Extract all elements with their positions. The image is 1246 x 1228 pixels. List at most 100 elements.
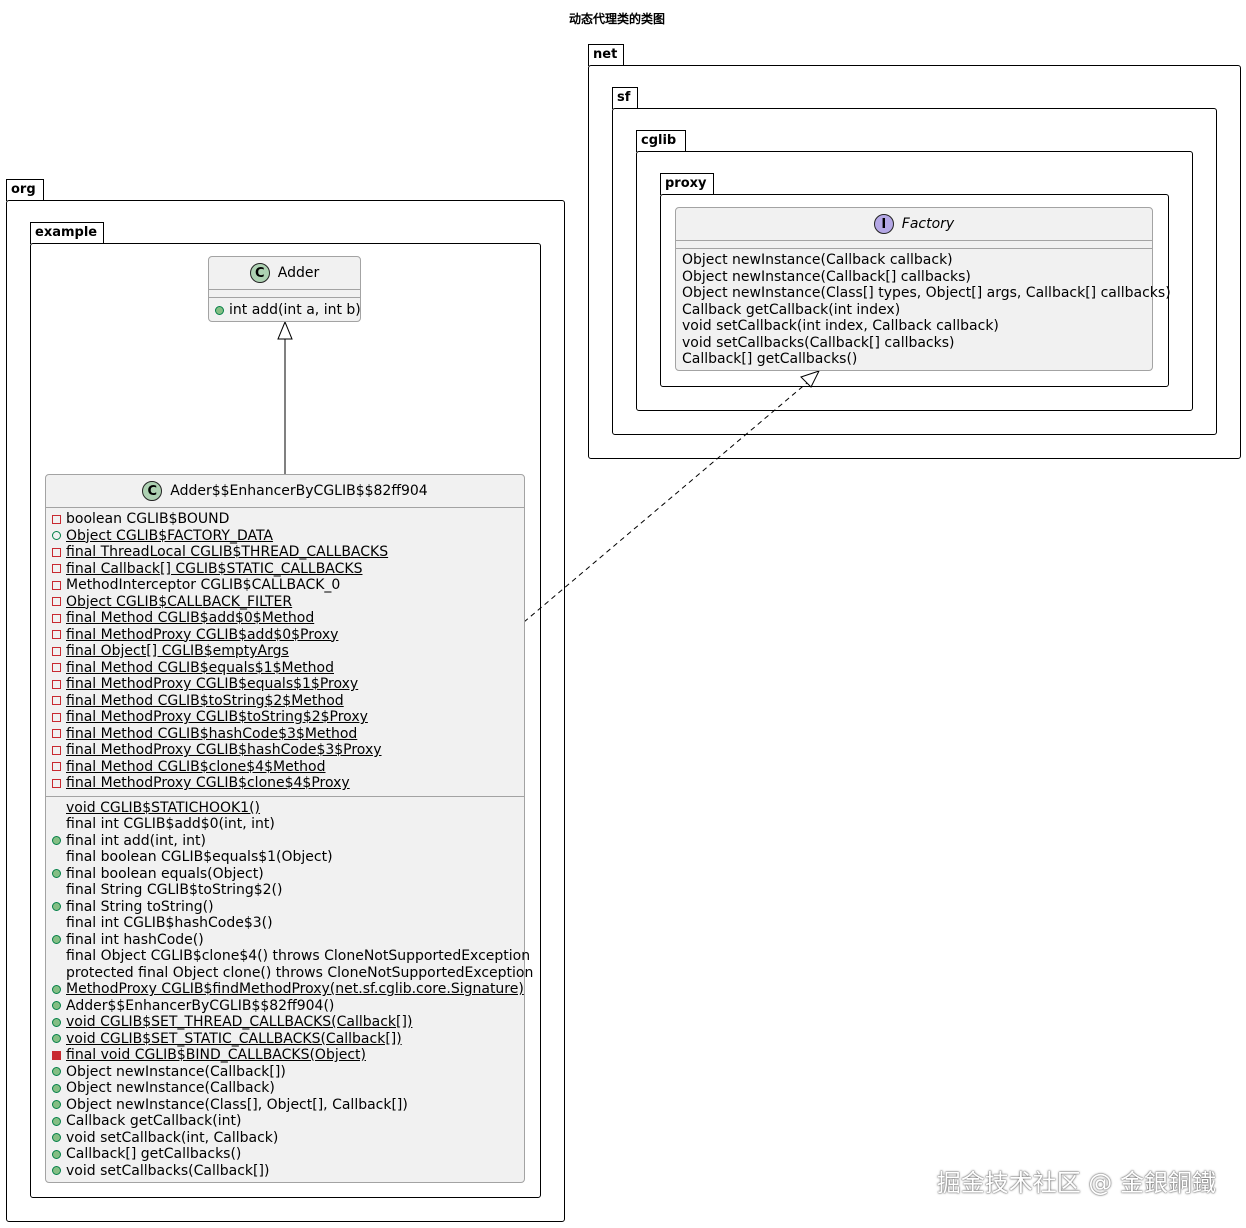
field-text: Object CGLIB$FACTORY_DATA (66, 527, 274, 544)
package-net-tab: net (588, 44, 624, 66)
field-row: MethodInterceptor CGLIB$CALLBACK_0 (46, 577, 524, 594)
method-row: void setCallbacks(Callback[]) (46, 1163, 524, 1180)
field-row: final MethodProxy CGLIB$clone$4$Proxy (46, 775, 524, 792)
method-text: Callback[] getCallbacks() (682, 351, 858, 367)
package-cglib-tab: cglib (636, 130, 686, 152)
method-text: final int add(int, int) (66, 832, 206, 849)
private-icon (52, 729, 61, 739)
public-icon (52, 869, 61, 879)
fields-compartment (676, 241, 1152, 249)
method-text: final String CGLIB$toString$2() (66, 882, 283, 898)
field-row: final MethodProxy CGLIB$toString$2$Proxy (46, 709, 524, 726)
method-text: final int hashCode() (66, 931, 204, 948)
package-org-tab: org (6, 179, 44, 201)
field-text: final MethodProxy CGLIB$clone$4$Proxy (66, 775, 350, 791)
method-text: Object newInstance(Callback[] callbacks) (682, 268, 971, 285)
method-row: final int CGLIB$add$0(int, int) (46, 816, 524, 833)
methods-compartment: void CGLIB$STATICHOOK1()final int CGLIB$… (46, 797, 533, 1180)
public-icon (52, 935, 61, 945)
interface-factory[interactable]: I Factory Object newInstance(Callback ca… (675, 207, 1171, 371)
method-row: final int add(int, int) (46, 833, 524, 850)
method-text: final Object CGLIB$clone$4() throws Clon… (66, 948, 531, 964)
class-adder-header: C Adder (209, 257, 360, 290)
method-text: final boolean equals(Object) (66, 865, 264, 882)
private-icon (52, 762, 61, 772)
method-text: Object newInstance(Callback) (66, 1080, 275, 1096)
method-row: final Object CGLIB$clone$4() throws Clon… (46, 948, 530, 965)
interface-name: Factory (901, 216, 955, 232)
method-text: void setCallback(int index, Callback cal… (682, 318, 999, 334)
method-text: void setCallbacks(Callback[]) (66, 1162, 270, 1179)
public-icon (52, 836, 61, 846)
method-row: Callback getCallback(int) (46, 1113, 524, 1130)
field-text: final Callback[] CGLIB$STATIC_CALLBACKS (66, 560, 363, 577)
class-stereotype-icon: C (249, 263, 270, 283)
private-icon (52, 547, 61, 557)
method-row: Callback getCallback(int index) (676, 302, 1152, 319)
private-icon (52, 679, 61, 689)
method-row: final int hashCode() (46, 932, 524, 949)
method-row: final boolean equals(Object) (46, 866, 524, 883)
package-example (30, 243, 541, 1198)
methods-compartment: int add(int a, int b) (209, 298, 361, 319)
private-icon (52, 745, 61, 755)
private-icon (52, 646, 61, 656)
private-icon (52, 663, 61, 673)
package-proxy (660, 194, 1169, 387)
package-example-tab: example (30, 222, 104, 244)
method-text: Callback getCallback(int) (66, 1113, 242, 1129)
method-row: void CGLIB$STATICHOOK1() (46, 800, 524, 817)
field-row: Object CGLIB$FACTORY_DATA (46, 528, 524, 545)
method-row: Object newInstance(Callback) (46, 1080, 524, 1097)
method-text: Callback getCallback(int index) (682, 301, 901, 318)
field-row: boolean CGLIB$BOUND (46, 511, 524, 528)
method-row: Object newInstance(Callback[]) (46, 1064, 524, 1081)
public-icon (52, 984, 61, 994)
protected-icon (52, 531, 61, 541)
private-icon (52, 613, 61, 623)
method-row: final String CGLIB$toString$2() (46, 882, 524, 899)
class-adder[interactable]: C Adder int add(int a, int b) (208, 256, 361, 322)
private-icon (52, 580, 61, 590)
public-icon (52, 1017, 61, 1027)
method-text: MethodProxy CGLIB$findMethodProxy(net.sf… (66, 981, 524, 997)
method-text: final int CGLIB$add$0(int, int) (66, 816, 275, 832)
field-text: final Method CGLIB$clone$4$Method (66, 758, 326, 775)
method-row: void CGLIB$SET_STATIC_CALLBACKS(Callback… (46, 1031, 524, 1048)
field-row: final ThreadLocal CGLIB$THREAD_CALLBACKS (46, 544, 524, 561)
method-row: void setCallback(int, Callback) (46, 1130, 524, 1147)
class-enhancer[interactable]: C Adder$$EnhancerByCGLIB$$82ff904 boolea… (45, 474, 533, 1183)
method-row: void setCallback(int index, Callback cal… (676, 318, 1152, 335)
field-row: final MethodProxy CGLIB$equals$1$Proxy (46, 676, 524, 693)
field-text: final MethodProxy CGLIB$add$0$Proxy (66, 626, 339, 643)
class-enhancer-header: C Adder$$EnhancerByCGLIB$$82ff904 (46, 475, 524, 508)
public-icon (52, 1083, 61, 1093)
method-text: void CGLIB$STATICHOOK1() (66, 799, 261, 816)
method-row: Adder$$EnhancerByCGLIB$$82ff904() (46, 998, 524, 1015)
methods-compartment: Object newInstance(Callback callback)Obj… (676, 249, 1171, 368)
field-text: final MethodProxy CGLIB$hashCode$3$Proxy (66, 742, 382, 758)
field-text: boolean CGLIB$BOUND (66, 511, 230, 527)
private-icon (52, 778, 61, 788)
method-row: Object newInstance(Class[] types, Object… (676, 285, 1171, 302)
field-row: final Callback[] CGLIB$STATIC_CALLBACKS (46, 561, 524, 578)
method-text: final String toString() (66, 898, 214, 915)
method-text: Callback[] getCallbacks() (66, 1146, 242, 1162)
realization-arrow (523, 370, 820, 623)
field-row: final Method CGLIB$hashCode$3$Method (46, 726, 524, 743)
method-row: final boolean CGLIB$equals$1(Object) (46, 849, 524, 866)
private-method-icon (52, 1050, 61, 1060)
private-icon (52, 514, 61, 524)
field-row: final Method CGLIB$clone$4$Method (46, 759, 524, 776)
package-net (588, 65, 1241, 459)
method-text: void setCallbacks(Callback[] callbacks) (682, 334, 955, 351)
method-text: Adder$$EnhancerByCGLIB$$82ff904() (66, 997, 335, 1014)
method-row: Object newInstance(Callback callback) (676, 252, 1152, 269)
method-row: final int CGLIB$hashCode$3() (46, 915, 524, 932)
field-row: final Method CGLIB$toString$2$Method (46, 693, 524, 710)
private-icon (52, 564, 61, 574)
class-name: Adder (277, 265, 320, 281)
method-text: int add(int a, int b) (229, 302, 361, 318)
field-row: final Object[] CGLIB$emptyArgs (46, 643, 524, 660)
